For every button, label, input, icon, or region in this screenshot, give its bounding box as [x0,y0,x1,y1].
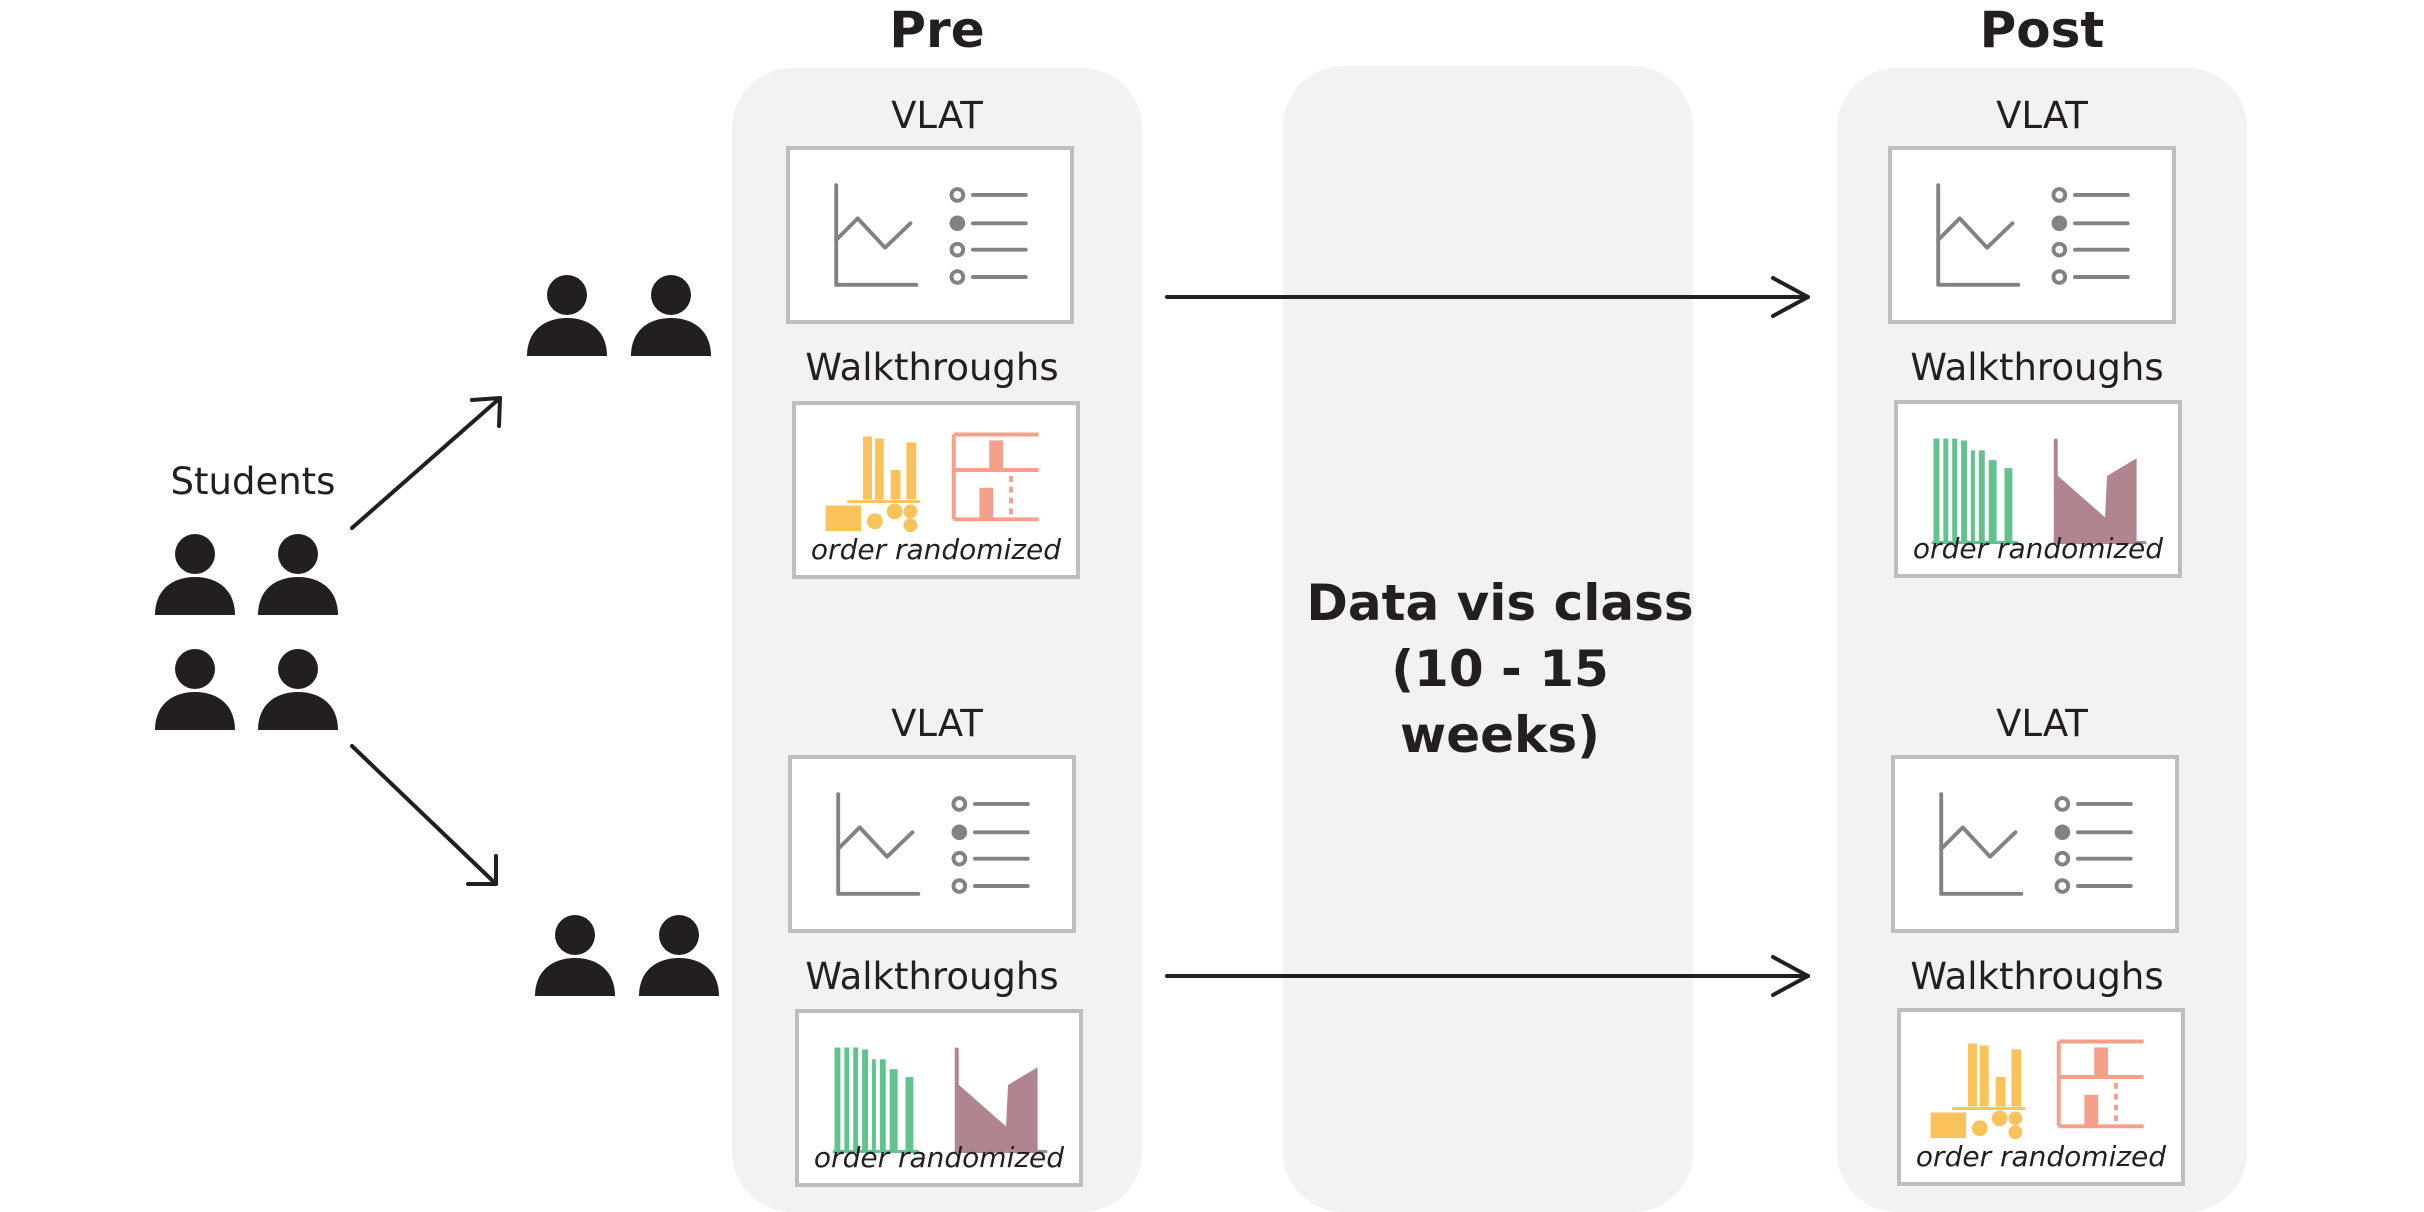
post-top-vlat-label: VLAT [1996,94,2088,137]
person-icon [631,274,711,356]
post-heading: Post [1979,1,2105,59]
person-icon [535,914,615,996]
pre-top-walkthroughs-card: order randomized [792,401,1080,579]
post-top-walkthroughs-card: order randomized [1894,400,2182,578]
pre-bottom-walkthroughs-label: Walkthroughs [805,955,1059,998]
person-icon [258,648,338,730]
post-top-walkthroughs-label: Walkthroughs [1910,346,2164,389]
post-bottom-vlat-label: VLAT [1996,702,2088,745]
post-bottom-vlat-card [1891,755,2179,933]
pre-bottom-walkthroughs-card: order randomized [795,1009,1083,1187]
class-weeks: (10 - 15 weeks) [1391,640,1609,764]
post-bottom-walkthroughs-label: Walkthroughs [1910,955,2164,998]
pre-post-arrow-bottom [1165,955,1810,997]
order-randomized-caption: order randomized [810,533,1062,566]
class-duration-label: Data vis class (10 - 15 weeks) [1290,570,1710,768]
pre-heading: Pre [889,1,985,59]
person-icon [639,914,719,996]
person-icon [258,533,338,615]
post-top-vlat-card [1888,146,2176,324]
walkthrough-yellow-salmon-icon [1901,1012,2181,1142]
post-bottom-walkthroughs-card: order randomized [1897,1008,2185,1186]
vlat-quiz-icon [1892,150,2172,320]
students-label: Students [170,460,336,503]
pre-top-vlat-label: VLAT [891,94,983,137]
pre-post-arrow-top [1165,276,1810,318]
class-title: Data vis class [1306,574,1694,632]
walkthrough-green-mauve-icon [1898,404,2178,544]
walkthrough-yellow-salmon-icon [796,405,1076,535]
order-randomized-caption: order randomized [1915,1140,2167,1173]
pre-top-vlat-card [786,146,1074,324]
vlat-quiz-icon [790,150,1070,320]
order-randomized-caption: order randomized [1912,532,2164,565]
person-icon [155,533,235,615]
class-panel [1283,66,1693,1212]
pre-bottom-vlat-label: VLAT [891,702,983,745]
vlat-quiz-icon [1895,759,2175,929]
walkthrough-green-mauve-icon [799,1013,1079,1153]
pre-bottom-vlat-card [788,755,1076,933]
split-arrow-down [350,744,498,886]
person-icon [527,274,607,356]
person-icon [155,648,235,730]
split-arrow-up [350,396,502,530]
pre-top-walkthroughs-label: Walkthroughs [805,346,1059,389]
order-randomized-caption: order randomized [813,1141,1065,1174]
vlat-quiz-icon [792,759,1072,929]
